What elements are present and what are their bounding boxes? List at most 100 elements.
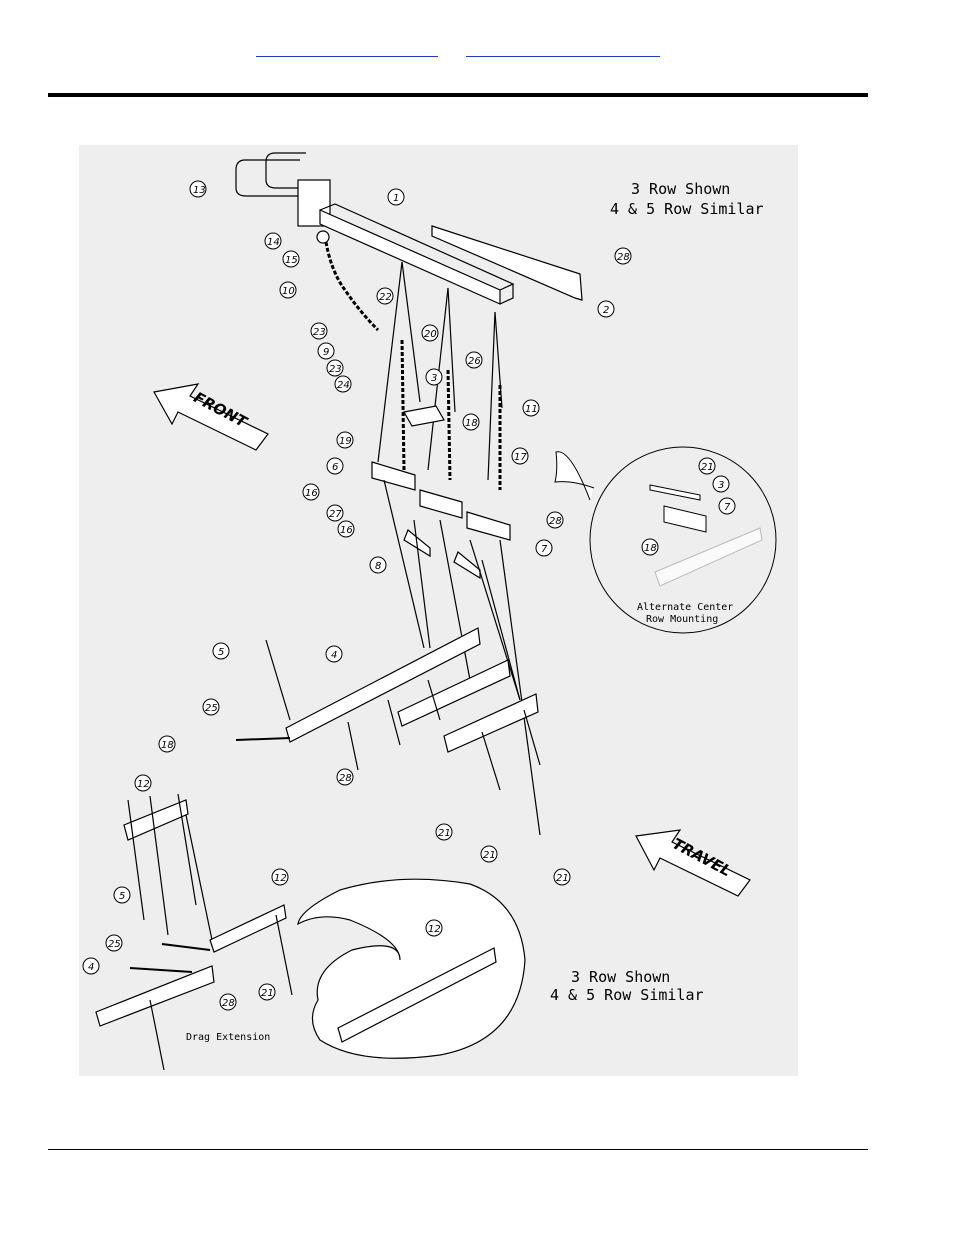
svg-text:5: 5: [218, 647, 224, 658]
top-caption-line2: 4 & 5 Row Similar: [610, 200, 764, 218]
svg-text:22: 22: [379, 292, 392, 303]
svg-text:2: 2: [603, 305, 609, 316]
callout-16a: 16: [302, 483, 320, 501]
svg-text:10: 10: [282, 286, 295, 297]
callout-5b: 5: [113, 886, 131, 904]
callout-3a: 3: [425, 368, 443, 386]
front-arrow: FRONT: [153, 383, 269, 451]
callout-18b: 18: [641, 538, 659, 556]
svg-text:25: 25: [205, 703, 218, 714]
svg-text:24: 24: [337, 380, 350, 391]
callout-21e: 21: [258, 983, 276, 1001]
callout-4b: 4: [82, 957, 100, 975]
callout-19: 19: [336, 431, 354, 449]
svg-text:21: 21: [701, 462, 714, 473]
svg-text:14: 14: [267, 237, 280, 248]
svg-text:11: 11: [525, 404, 538, 415]
callout-22: 22: [376, 287, 394, 305]
svg-text:9: 9: [323, 347, 329, 358]
callout-13: 13: [189, 180, 207, 198]
svg-text:12: 12: [274, 873, 287, 884]
callout-25a: 25: [202, 698, 220, 716]
svg-text:13: 13: [193, 185, 206, 196]
svg-text:21: 21: [483, 850, 496, 861]
svg-text:28: 28: [549, 516, 562, 527]
callout-21b: 21: [435, 823, 453, 841]
callout-18a: 18: [462, 413, 480, 431]
svg-text:12: 12: [137, 779, 150, 790]
callout-27: 27: [326, 504, 344, 522]
bottom-caption-line1: 3 Row Shown: [571, 968, 670, 986]
header-link-2[interactable]: [466, 44, 660, 57]
svg-text:19: 19: [339, 436, 352, 447]
svg-text:3: 3: [718, 480, 724, 491]
top-rule: [48, 93, 868, 97]
svg-text:21: 21: [556, 873, 569, 884]
callout-28a: 28: [614, 247, 632, 265]
svg-text:21: 21: [261, 988, 274, 999]
callout-23a: 23: [310, 322, 328, 340]
callout-14: 14: [264, 232, 282, 250]
svg-text:27: 27: [329, 509, 342, 520]
svg-text:18: 18: [644, 543, 657, 554]
callout-21c: 21: [480, 845, 498, 863]
callout-5a: 5: [212, 642, 230, 660]
callout-25b: 25: [105, 934, 123, 952]
svg-text:23: 23: [329, 364, 342, 375]
header-link-1[interactable]: [256, 44, 438, 57]
drag-extension: [95, 793, 526, 1071]
alternate-caption-line2: Row Mounting: [646, 614, 718, 625]
svg-text:4: 4: [331, 650, 337, 661]
callout-12b: 12: [271, 868, 289, 886]
svg-text:17: 17: [514, 452, 527, 463]
svg-text:21: 21: [438, 828, 451, 839]
svg-text:3: 3: [431, 373, 437, 384]
toolbar-assembly: [235, 152, 583, 836]
callout-28c: 28: [336, 768, 354, 786]
svg-text:28: 28: [617, 252, 630, 263]
callout-23b: 23: [326, 359, 344, 377]
svg-text:26: 26: [468, 356, 481, 367]
svg-text:16: 16: [305, 488, 318, 499]
callout-10: 10: [279, 281, 297, 299]
callout-18c: 18: [158, 735, 176, 753]
callout-11: 11: [522, 399, 540, 417]
svg-text:15: 15: [285, 255, 298, 266]
callout-20: 20: [421, 324, 439, 342]
callout-7a: 7: [535, 539, 553, 557]
svg-text:20: 20: [424, 329, 437, 340]
callout-21a: 21: [698, 457, 716, 475]
alternate-mounting-detail: [554, 446, 777, 634]
callout-8: 8: [369, 556, 387, 574]
svg-text:23: 23: [313, 327, 326, 338]
bottom-caption-line2: 4 & 5 Row Similar: [550, 986, 704, 1004]
svg-text:16: 16: [340, 525, 353, 536]
svg-text:18: 18: [465, 418, 478, 429]
svg-text:8: 8: [375, 561, 381, 572]
svg-text:1: 1: [393, 193, 399, 204]
callout-4a: 4: [325, 645, 343, 663]
callout-6: 6: [326, 457, 344, 475]
svg-text:7: 7: [724, 502, 731, 513]
bottom-rule: [48, 1149, 868, 1150]
callout-9: 9: [317, 342, 335, 360]
callout-16b: 16: [337, 520, 355, 538]
callout-3b: 3: [712, 475, 730, 493]
svg-text:28: 28: [222, 998, 235, 1009]
svg-text:6: 6: [332, 462, 338, 473]
svg-text:4: 4: [88, 962, 94, 973]
callout-12c: 12: [425, 919, 443, 937]
drag-extension-caption: Drag Extension: [186, 1032, 270, 1043]
callout-17: 17: [511, 447, 529, 465]
svg-text:18: 18: [161, 740, 174, 751]
top-caption-line1: 3 Row Shown: [631, 180, 730, 198]
callout-28b: 28: [546, 511, 564, 529]
callout-12a: 12: [134, 774, 152, 792]
svg-text:5: 5: [119, 891, 125, 902]
callout-2: 2: [597, 300, 615, 318]
svg-text:7: 7: [541, 544, 548, 555]
svg-text:28: 28: [339, 773, 352, 784]
svg-text:25: 25: [108, 939, 121, 950]
travel-arrow: TRAVEL: [635, 829, 751, 897]
